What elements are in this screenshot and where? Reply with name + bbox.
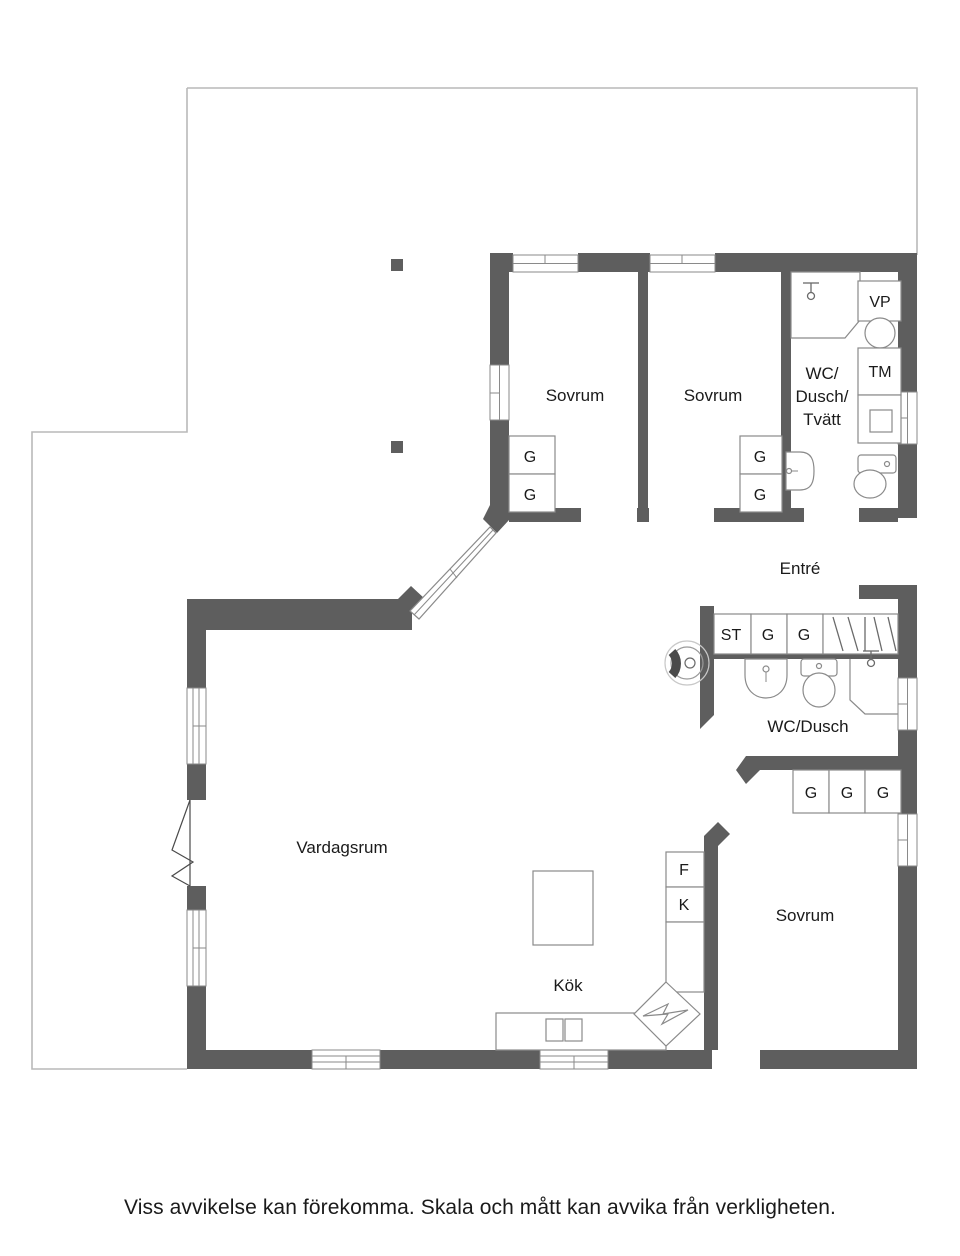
pillars [391, 259, 403, 453]
upper-bathroom-fixtures [785, 271, 902, 499]
room-label-sovrum-1: Sovrum [546, 386, 605, 405]
window-top-sovrum1 [512, 254, 579, 273]
room-label-wc-1: WC/ [805, 364, 838, 383]
window-bottom-1 [311, 1049, 381, 1070]
closet-label-sovrum3-g-3: G [877, 785, 889, 802]
closet-label-sovrum1-g-upper: G [524, 449, 536, 466]
window-diagonal [409, 526, 497, 620]
room-label-entre: Entré [780, 559, 821, 578]
room-label-sovrum-3: Sovrum [776, 906, 835, 925]
toilet-icon [853, 454, 897, 499]
room-labels: Sovrum Sovrum WC/ Dusch/ Tvätt Entré WC/… [296, 364, 848, 995]
window-right-wcdusch [897, 677, 918, 731]
closet-label-entre-g-2: G [798, 627, 810, 644]
kitchen-fixtures [495, 870, 705, 1051]
pillar-icon [391, 441, 403, 453]
appliance-label-vp: VP [869, 294, 890, 311]
room-label-wc-dusch: WC/Dusch [767, 717, 848, 736]
window-left-sovrum1 [489, 364, 510, 421]
window-top-sovrum2 [649, 254, 716, 273]
dining-table-icon [532, 870, 594, 946]
closet-label-entre-st: ST [721, 627, 742, 644]
appliance-labels: VP TM F K [679, 294, 892, 914]
sink-icon [744, 658, 788, 699]
door-terrace [170, 799, 195, 887]
room-label-kok: Kök [553, 976, 583, 995]
walls [187, 253, 917, 1069]
closet-label-entre-g-1: G [762, 627, 774, 644]
shower-icon [803, 282, 819, 301]
appliance-label-k: K [679, 897, 690, 914]
window-bottom-2 [539, 1049, 609, 1070]
closet-label-sovrum2-g-lower: G [754, 487, 766, 504]
room-label-sovrum-2: Sovrum [684, 386, 743, 405]
closet-label-sovrum3-g-1: G [805, 785, 817, 802]
terrace-boundary [31, 87, 918, 1070]
closet-label-sovrum2-g-upper: G [754, 449, 766, 466]
room-label-wc-3: Tvätt [803, 410, 841, 429]
window-right-sovrum3 [897, 813, 918, 867]
clothes-rail-icon [832, 616, 897, 652]
windows [186, 254, 918, 1070]
toilet-icon [800, 658, 838, 708]
room-label-wc-2: Dusch/ [796, 387, 849, 406]
kitchen-sink-icon [545, 1018, 583, 1042]
electrical-panel-icon [633, 981, 701, 1047]
closet-labels: G G G G ST G G G G G [524, 449, 889, 802]
closet-boxes [508, 435, 902, 923]
lower-bathroom-fixtures [744, 650, 898, 715]
room-label-vardagsrum: Vardagsrum [296, 838, 387, 857]
appliance-label-f: F [679, 862, 689, 879]
entry-door-icon [664, 640, 710, 686]
shower-icon [863, 650, 879, 668]
closet-label-sovrum1-g-lower: G [524, 487, 536, 504]
disclaimer-caption: Viss avvikelse kan förekomma. Skala och … [124, 1196, 836, 1219]
sink-icon [785, 451, 815, 491]
closet-label-sovrum3-g-2: G [841, 785, 853, 802]
window-left-vardagsrum-upper [186, 687, 207, 765]
window-left-vardagsrum-lower [186, 909, 207, 987]
appliance-label-tm: TM [868, 364, 891, 381]
pillar-icon [391, 259, 403, 271]
